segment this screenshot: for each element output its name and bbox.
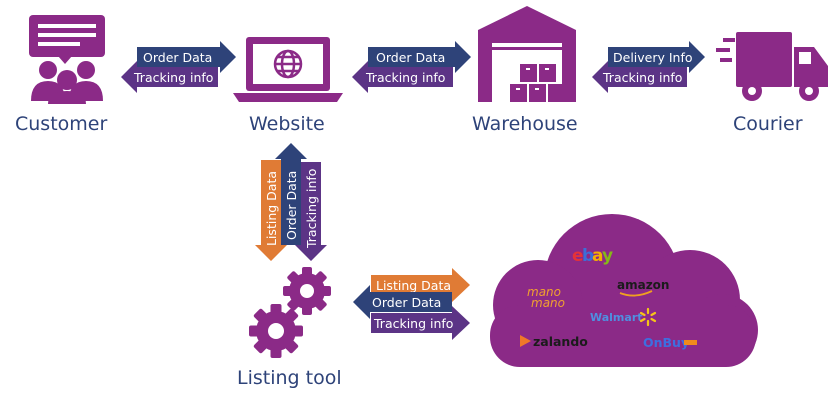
courier-label: Courier <box>733 113 803 135</box>
marketplace-cloud-icon: e b a y amazon mano mano Walmart zaland <box>490 214 758 367</box>
flow-label: Delivery Info <box>613 50 693 65</box>
order-data-arrow <box>353 285 452 319</box>
zalando-logo: zalando <box>533 334 588 349</box>
onbuy-logo: OnBuy <box>643 335 689 350</box>
flow-label: Listing Data <box>264 171 279 246</box>
svg-text:y: y <box>602 246 613 266</box>
flow-label: Listing Data <box>376 278 451 293</box>
listing-data-arrow <box>255 160 287 261</box>
flow-label: Order Data <box>376 50 445 65</box>
walmart-logo: Walmart <box>590 311 643 324</box>
flow-label: Order Data <box>143 50 212 65</box>
flow-label: Tracking info <box>133 70 213 85</box>
svg-text:mano: mano <box>527 285 561 299</box>
tracking-info-arrow <box>295 162 327 261</box>
listing-tool-label: Listing tool <box>237 367 342 389</box>
amazon-smile <box>619 290 653 297</box>
website-warehouse-flow: Order Data Tracking info <box>352 41 471 93</box>
ebay-logo: e b a y <box>572 246 613 266</box>
svg-text:mano: mano <box>531 296 565 310</box>
flow-label: Tracking info <box>304 169 319 249</box>
manomano-logo: mano mano <box>527 285 565 310</box>
customer-website-flow: Order Data Tracking info <box>121 41 236 93</box>
delivery-truck-icon <box>716 32 828 101</box>
delivery-info-arrow <box>608 41 705 73</box>
tracking-info-arrow <box>121 61 218 93</box>
walmart-spark-icon <box>639 307 657 327</box>
listing-marketplaces-flow: Listing Data Order Data Tracking info <box>353 268 470 340</box>
zalando-icon <box>520 335 531 347</box>
flow-label: Tracking info <box>373 316 453 331</box>
gears-icon <box>249 267 331 358</box>
order-data-arrow <box>368 41 471 73</box>
laptop-globe-icon <box>233 37 343 102</box>
amazon-logo: amazon <box>617 278 669 292</box>
flow-label: Tracking info <box>602 70 682 85</box>
svg-text:b: b <box>582 246 594 266</box>
customer-group-icon <box>29 15 105 104</box>
flow-label: Order Data <box>372 295 441 310</box>
customer-label: Customer <box>15 113 108 135</box>
svg-text:a: a <box>592 246 603 266</box>
tracking-info-arrow <box>371 306 470 340</box>
flow-label: Tracking info <box>365 70 445 85</box>
website-label: Website <box>249 113 325 135</box>
website-listing-flow: Listing Data Order Data Tracking info <box>255 143 327 261</box>
warehouse-label: Warehouse <box>472 113 578 135</box>
order-data-arrow <box>275 143 307 245</box>
order-data-arrow <box>137 41 236 73</box>
flow-label: Order Data <box>284 171 299 240</box>
svg-text:e: e <box>572 246 584 266</box>
tracking-info-arrow <box>352 61 453 93</box>
onbuy-badge <box>684 340 697 345</box>
warehouse-icon <box>478 6 576 102</box>
warehouse-courier-flow: Delivery Info Tracking info <box>592 41 705 93</box>
tracking-info-arrow <box>592 61 687 93</box>
